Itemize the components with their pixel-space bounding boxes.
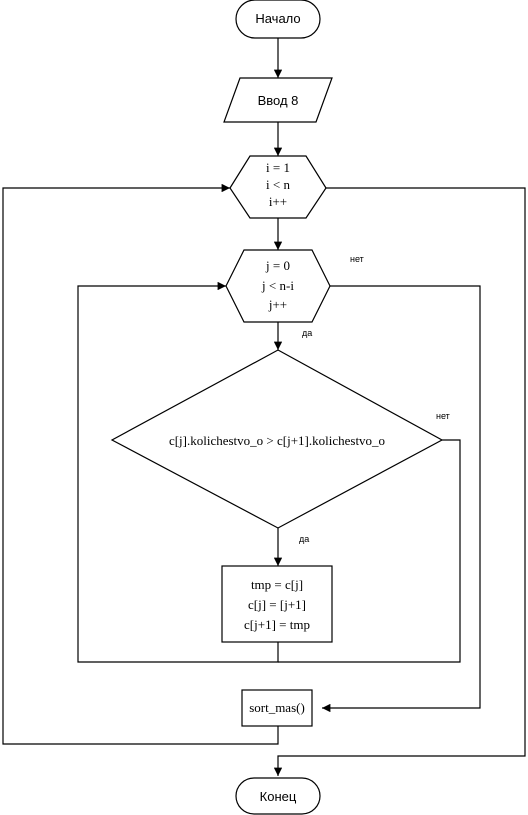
input-label: Ввод 8 <box>258 93 299 108</box>
loop-j-increment: j++ <box>268 297 287 312</box>
call-block: sort_mas() <box>241 689 313 727</box>
swap-block: tmp = c[j] c[j] = [j+1] c[j+1] = tmp <box>221 565 333 643</box>
start-terminator: Начало <box>235 0 321 39</box>
condition-label: c[j].kolichestvo_o > c[j+1].kolichestvo_… <box>169 433 385 448</box>
arrow-condition-no-back-to-loop-j <box>278 439 461 663</box>
swap-line-3: c[j+1] = tmp <box>244 617 310 632</box>
condition-yes-label: да <box>299 534 309 544</box>
loop-i-block: i = 1 i < n i++ <box>229 155 327 219</box>
input-block: Ввод 8 <box>223 77 333 123</box>
loop-j-block: j = 0 j < n-i j++ <box>225 249 331 323</box>
loop-j-exit-label: нет <box>350 254 364 264</box>
loop-j-condition: j < n-i <box>261 278 294 293</box>
connectors <box>2 38 526 776</box>
condition-block: c[j].kolichestvo_o > c[j+1].kolichestvo_… <box>110 349 444 529</box>
swap-line-2: c[j] = [j+1] <box>248 597 306 612</box>
end-label: Конец <box>260 789 297 804</box>
start-label: Начало <box>255 11 300 26</box>
swap-line-1: tmp = c[j] <box>251 577 303 592</box>
loop-i-condition: i < n <box>266 177 290 192</box>
arrow-swap-back-to-loop-j <box>77 281 279 663</box>
loop-j-init: j = 0 <box>265 258 290 273</box>
loop-i-increment: i++ <box>269 194 287 209</box>
arrow-call-back-to-loop-i <box>2 183 279 745</box>
loop-i-init: i = 1 <box>266 160 290 175</box>
end-terminator: Конец <box>235 777 321 815</box>
arrow-loop-i-exit-to-end <box>273 187 526 776</box>
loop-j-body-label: да <box>302 328 312 338</box>
call-label: sort_mas() <box>249 700 305 715</box>
condition-no-label: нет <box>436 411 450 421</box>
arrow-loop-j-exit-to-call <box>322 285 481 713</box>
